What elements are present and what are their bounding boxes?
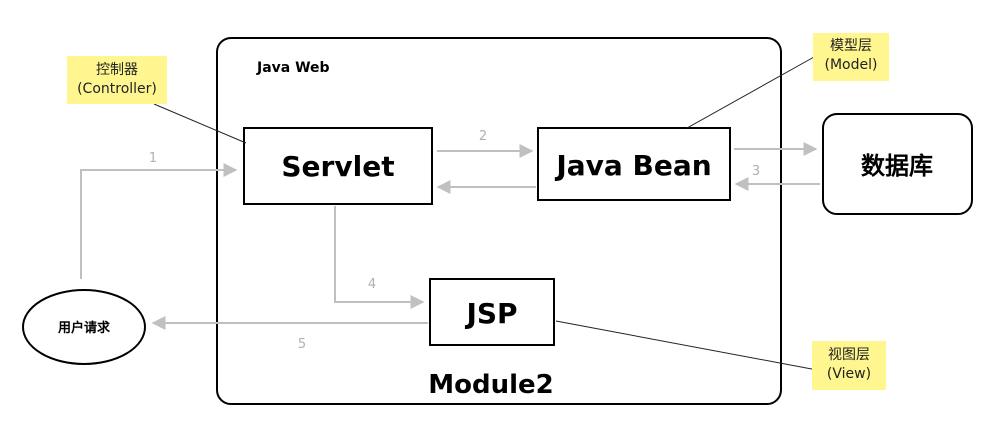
model-callout-line xyxy=(686,56,815,129)
step-1-label: 1 xyxy=(149,151,157,166)
arrow-request-to-servlet xyxy=(80,163,238,279)
jsp-label: JSP xyxy=(464,297,517,330)
user-request-label: 用户请求 xyxy=(57,320,111,336)
step-3-label: 3 xyxy=(752,164,760,179)
user-request-ellipse xyxy=(22,289,146,365)
view-note-line2: (View) xyxy=(826,366,872,382)
arrow-servlet-to-jsp xyxy=(334,206,425,309)
servlet-label: Servlet xyxy=(281,150,394,183)
module-label: Module2 xyxy=(428,370,554,400)
step-4-label: 4 xyxy=(368,277,376,292)
java-bean-box xyxy=(537,127,731,201)
controller-note-line1: 控制器 xyxy=(96,62,138,78)
view-note: 视图层 (View) xyxy=(812,341,886,390)
controller-note: 控制器 (Controller) xyxy=(67,56,167,104)
model-note-line2: (Model) xyxy=(824,57,878,73)
servlet-box xyxy=(243,127,433,205)
view-callout-line xyxy=(555,320,818,371)
controller-callout-line xyxy=(153,103,247,144)
jsp-box xyxy=(429,278,555,346)
step-5-label: 5 xyxy=(298,337,306,352)
java-bean-label: Java Bean xyxy=(554,149,711,182)
controller-note-line2: (Controller) xyxy=(77,81,157,97)
container-title: Java Web xyxy=(256,60,330,76)
database-label: 数据库 xyxy=(861,152,933,180)
view-note-line1: 视图层 xyxy=(828,347,870,363)
database-box xyxy=(822,113,973,215)
model-note: 模型层 (Model) xyxy=(813,33,889,81)
model-note-line1: 模型层 xyxy=(830,38,872,54)
step-2-label: 2 xyxy=(479,129,487,144)
